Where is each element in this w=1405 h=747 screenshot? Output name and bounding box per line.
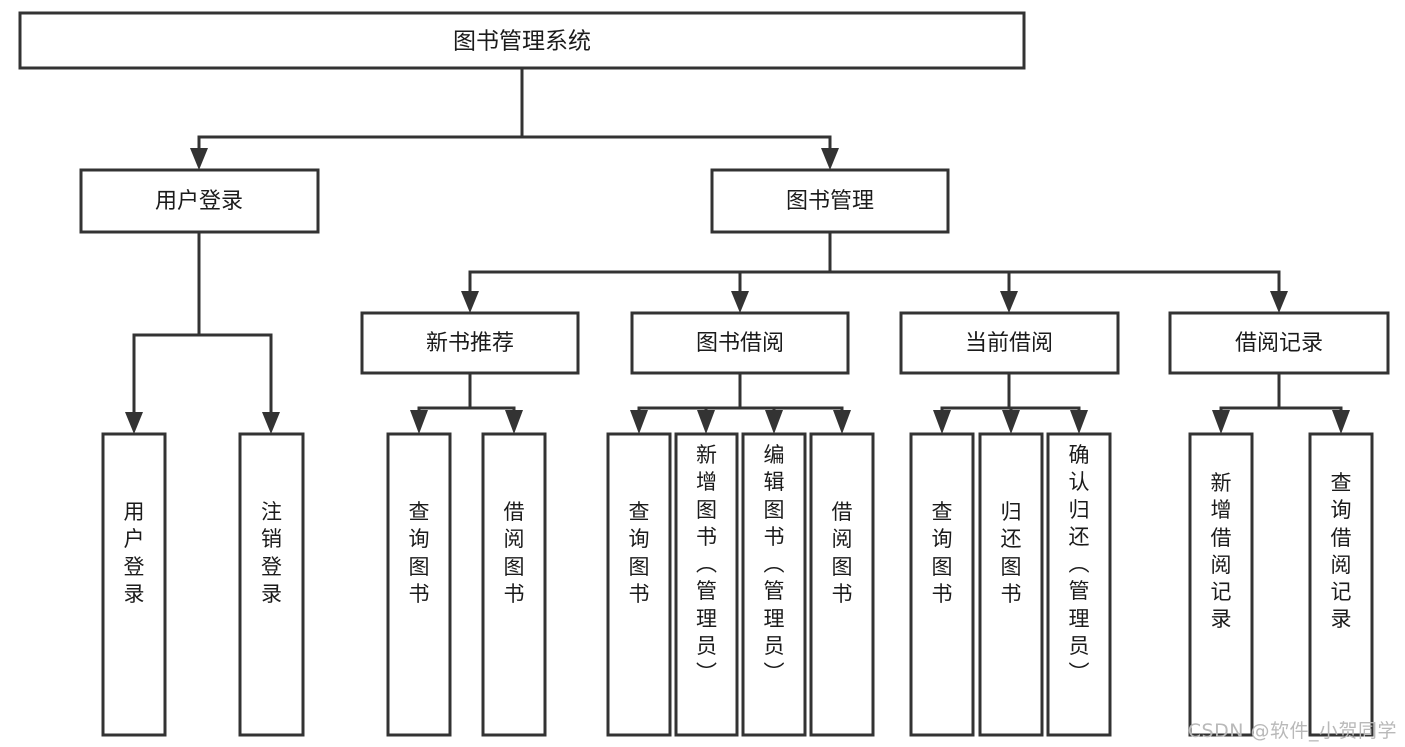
arrow-head-bb-borrow-book — [833, 410, 851, 434]
connectors-borrow-record-to-leaves — [1212, 371, 1350, 434]
leaf-box-bb-edit-book[interactable] — [741, 432, 807, 737]
borrowing-record-label: 借阅记录 — [1235, 331, 1323, 356]
leaf-box-cb-confirm-return[interactable] — [1046, 432, 1112, 737]
node-book-management[interactable]: 图书管理 — [710, 168, 950, 234]
arrow-head-br-add-record — [1212, 410, 1230, 434]
node-book-borrowing[interactable]: 图书借阅 — [630, 311, 850, 375]
arrow-head-leaf-logout — [262, 412, 280, 434]
user-login-box[interactable] — [79, 168, 320, 234]
csdn-watermark: CSDN @软件_小贺同学 — [1187, 720, 1397, 742]
connectors-book-mgmt-to-level3 — [461, 230, 1288, 313]
arrow-head-cb-return-book — [1002, 410, 1020, 434]
node-borrowing-record[interactable]: 借阅记录 — [1168, 311, 1390, 375]
root-node-label: 图书管理系统 — [453, 29, 591, 55]
borrowing-record-box[interactable] — [1168, 311, 1390, 375]
book-management-box[interactable] — [710, 168, 950, 234]
leaf-box-bb-query-book[interactable] — [606, 432, 672, 737]
connectors-user-login-to-leaves — [125, 230, 280, 434]
arrow-head-user-login — [190, 148, 208, 170]
arrow-head-bb-edit-book — [765, 410, 783, 434]
arrow-head-current-borrow — [1000, 291, 1018, 313]
arrow-head-bb-query-book — [630, 410, 648, 434]
node-current-borrowing[interactable]: 当前借阅 — [899, 311, 1120, 375]
leaf-box-logout[interactable] — [238, 432, 305, 737]
user-login-label: 用户登录 — [155, 189, 243, 214]
connectors-current-borrow-to-leaves — [933, 371, 1088, 434]
root-node-box[interactable] — [18, 11, 1026, 70]
leaf-box-nbr-borrow-book[interactable] — [481, 432, 547, 737]
connectors-root-to-level2 — [190, 66, 839, 170]
leaf-box-user-login[interactable] — [101, 432, 167, 737]
arrow-head-leaf-user-login — [125, 412, 143, 434]
arrow-head-nbr-borrow-book — [505, 410, 523, 434]
arrow-head-new-book-rec — [461, 291, 479, 313]
new-book-recommendation-label: 新书推荐 — [426, 331, 514, 356]
leaf-box-bb-add-book[interactable] — [674, 432, 739, 737]
arrow-head-book-mgmt — [821, 148, 839, 170]
leaf-box-bb-borrow-book[interactable] — [809, 432, 875, 737]
leaf-box-br-add-record[interactable] — [1188, 432, 1254, 737]
arrow-head-nbr-query-book — [410, 410, 428, 434]
leaf-box-cb-query-book[interactable] — [909, 432, 975, 737]
connectors-new-book-rec-to-leaves — [410, 371, 523, 434]
current-borrowing-label: 当前借阅 — [965, 331, 1053, 356]
book-borrowing-box[interactable] — [630, 311, 850, 375]
connectors-book-borrow-to-leaves — [630, 371, 851, 434]
current-borrowing-box[interactable] — [899, 311, 1120, 375]
arrow-head-book-borrow — [731, 291, 749, 313]
arrow-head-borrow-record — [1270, 291, 1288, 313]
leaf-box-nbr-query-book[interactable] — [386, 432, 452, 737]
leaf-box-cb-return-book[interactable] — [978, 432, 1044, 737]
leaf-box-br-query-record[interactable] — [1308, 432, 1374, 737]
node-root-book-management-system[interactable]: 图书管理系统 — [18, 11, 1026, 70]
new-book-recommendation-box[interactable] — [360, 311, 580, 375]
book-borrowing-label: 图书借阅 — [696, 331, 784, 356]
node-new-book-recommendation[interactable]: 新书推荐 — [360, 311, 580, 375]
arrow-head-cb-query-book — [933, 410, 951, 434]
node-user-login[interactable]: 用户登录 — [79, 168, 320, 234]
arrow-head-bb-add-book — [697, 410, 715, 434]
arrow-head-cb-confirm-return — [1070, 410, 1088, 434]
leaf-node-boxes — [101, 432, 1374, 737]
arrow-head-br-query-record — [1332, 410, 1350, 434]
book-management-label: 图书管理 — [786, 189, 874, 214]
